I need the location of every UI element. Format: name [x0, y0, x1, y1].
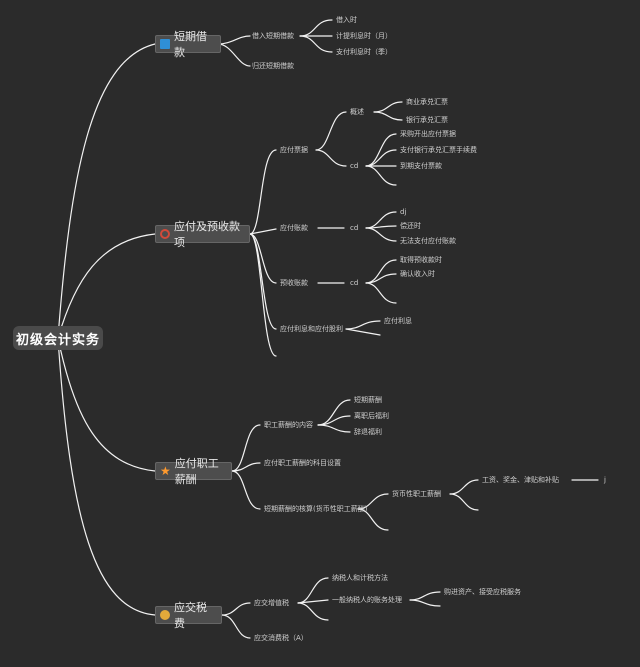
- node-pay-interest[interactable]: 支付利息时（季）: [336, 48, 392, 56]
- node-accrue-interest[interactable]: 计提利息时（月）: [336, 32, 392, 40]
- node-consumption-tax[interactable]: 应交消费税（A）: [254, 634, 308, 642]
- node-ap-accounting[interactable]: cd: [350, 224, 359, 232]
- topic-short-loan-label: 短期借款: [174, 30, 207, 59]
- node-salary-tail[interactable]: j: [604, 476, 606, 484]
- root-topic[interactable]: 初级会计实务: [13, 326, 103, 350]
- node-vat[interactable]: 应交增值税: [254, 599, 289, 607]
- red-circle-icon: [160, 229, 170, 239]
- node-advance-receipts[interactable]: 预收账款: [280, 279, 308, 287]
- node-np-issue[interactable]: 采购开出应付票据: [400, 130, 456, 138]
- node-short-term-pay[interactable]: 短期薪酬: [354, 396, 382, 404]
- node-repay-short-loan[interactable]: 归还短期借款: [252, 62, 294, 70]
- node-ar-item1[interactable]: 取得预收款时: [400, 256, 442, 264]
- node-borrow-principal[interactable]: 借入时: [336, 16, 357, 24]
- blue-square-icon: [160, 39, 170, 49]
- node-np-accounting[interactable]: cd: [350, 162, 359, 170]
- node-termination[interactable]: 辞退福利: [354, 428, 382, 436]
- topic-payables-label: 应付及预收款项: [174, 220, 240, 249]
- topic-tax[interactable]: 应交税费: [155, 601, 222, 630]
- topic-salary-label: 应付职工薪酬: [174, 457, 219, 486]
- topic-salary[interactable]: ★ 应付职工薪酬: [155, 457, 232, 486]
- orange-star-icon: ★: [160, 464, 171, 478]
- topic-tax-label: 应交税费: [174, 601, 207, 630]
- node-salary-accounts[interactable]: 应付职工薪酬的科目设置: [264, 459, 341, 467]
- node-ap-item3[interactable]: 无法支付应付账款: [400, 237, 456, 245]
- node-np-maturity[interactable]: 到期支付票款: [400, 162, 442, 170]
- topic-short-loan[interactable]: 短期借款: [155, 30, 221, 59]
- node-ar-accounting[interactable]: cd: [350, 279, 359, 287]
- node-salary-content[interactable]: 职工薪酬的内容: [264, 421, 313, 429]
- node-dividend-item[interactable]: 应付利息: [384, 317, 412, 325]
- node-borrow-short-loan[interactable]: 借入短期借款: [252, 32, 294, 40]
- gold-medal-icon: [160, 610, 170, 620]
- node-accounts-payable[interactable]: 应付账款: [280, 224, 308, 232]
- node-post-employment[interactable]: 离职后福利: [354, 412, 389, 420]
- node-ap-item2[interactable]: 偿还时: [400, 222, 421, 230]
- node-commercial-acceptance[interactable]: 商业承兑汇票: [406, 98, 448, 106]
- node-purchase-items[interactable]: 购进资产、接受应税服务: [444, 588, 521, 596]
- node-np-bank-fee[interactable]: 支付银行承兑汇票手续费: [400, 146, 477, 154]
- node-interest-dividend-payable[interactable]: 应付利息和应付股利: [280, 325, 343, 333]
- node-salary-items[interactable]: 工资、奖金、津贴和补贴: [482, 476, 559, 484]
- node-notes-overview[interactable]: 概述: [350, 108, 364, 116]
- topic-payables[interactable]: 应付及预收款项: [155, 220, 250, 249]
- node-general-taxpayer[interactable]: 一般纳税人的账务处理: [332, 596, 402, 604]
- node-ar-item2[interactable]: 确认收入时: [400, 270, 435, 278]
- node-short-term-accounting[interactable]: 短期薪酬的核算(货币性职工薪酬): [264, 505, 368, 513]
- node-bank-acceptance[interactable]: 银行承兑汇票: [406, 116, 448, 124]
- node-notes-payable[interactable]: 应付票据: [280, 146, 308, 154]
- node-monetary-salary[interactable]: 货币性职工薪酬: [392, 490, 441, 498]
- node-vat-taxpayer[interactable]: 纳税人和计税方法: [332, 574, 388, 582]
- node-ap-item1[interactable]: dj: [400, 208, 407, 216]
